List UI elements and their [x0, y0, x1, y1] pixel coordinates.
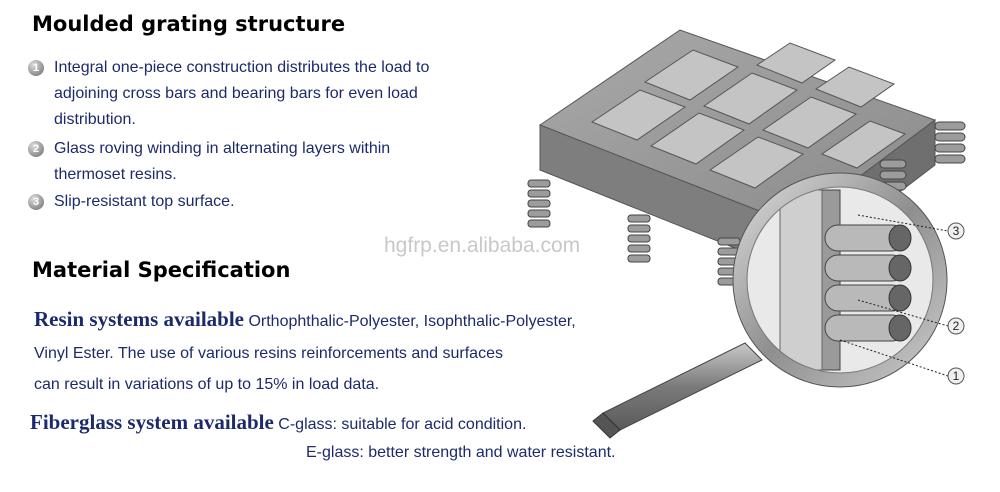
resin-line-1: Resin systems available Orthophthalic-Po…	[34, 307, 576, 332]
resin-line-2: Vinyl Ester. The use of various resins r…	[34, 345, 503, 362]
magnifier-handle	[592, 342, 763, 439]
section-title-structure: Moulded grating structure	[32, 12, 346, 36]
grating-illustration: 3 2 1	[527, 29, 966, 439]
number-badge-icon: 3	[28, 194, 44, 210]
number-badge-icon: 1	[28, 60, 44, 76]
list-item: 3 Slip-resistant top surface.	[28, 189, 448, 215]
fiberglass-line-2: E-glass: better strength and water resis…	[306, 444, 616, 461]
fiberglass-line-1: Fiberglass system available C-glass: sui…	[30, 410, 526, 435]
list-item-text: Slip-resistant top surface.	[54, 193, 235, 210]
callout-badge: 3	[947, 222, 965, 240]
list-item-text: Integral one-piece construction distribu…	[54, 59, 430, 128]
watermark: hgfrp.en.alibaba.com	[384, 234, 581, 257]
callout-badge: 2	[947, 317, 965, 335]
magnifier-ring	[733, 173, 947, 387]
resin-option-iso: Isophthalic-Polyester,	[423, 313, 576, 330]
callout-badge: 1	[947, 367, 965, 385]
resin-line-3: can result in variations of up to 15% in…	[34, 376, 380, 393]
list-item-text: Glass roving winding in alternating laye…	[54, 140, 391, 183]
callout-number: 3	[953, 224, 960, 238]
number-badge-icon: 2	[28, 141, 44, 157]
fiberglass-label: Fiberglass system available	[30, 410, 274, 434]
fiberglass-c-glass: C-glass: suitable for acid condition.	[278, 416, 527, 433]
list-item: 1 Integral one-piece construction distri…	[28, 55, 478, 133]
section-title-specification: Material Specification	[32, 258, 291, 282]
callout-number: 2	[953, 319, 960, 333]
resin-label: Resin systems available	[34, 307, 244, 331]
resin-option-ortho: Orthophthalic-Polyester,	[248, 313, 420, 330]
callout-lines	[839, 214, 949, 377]
list-item: 2 Glass roving winding in alternating la…	[28, 136, 448, 188]
callout-number: 1	[953, 369, 960, 383]
